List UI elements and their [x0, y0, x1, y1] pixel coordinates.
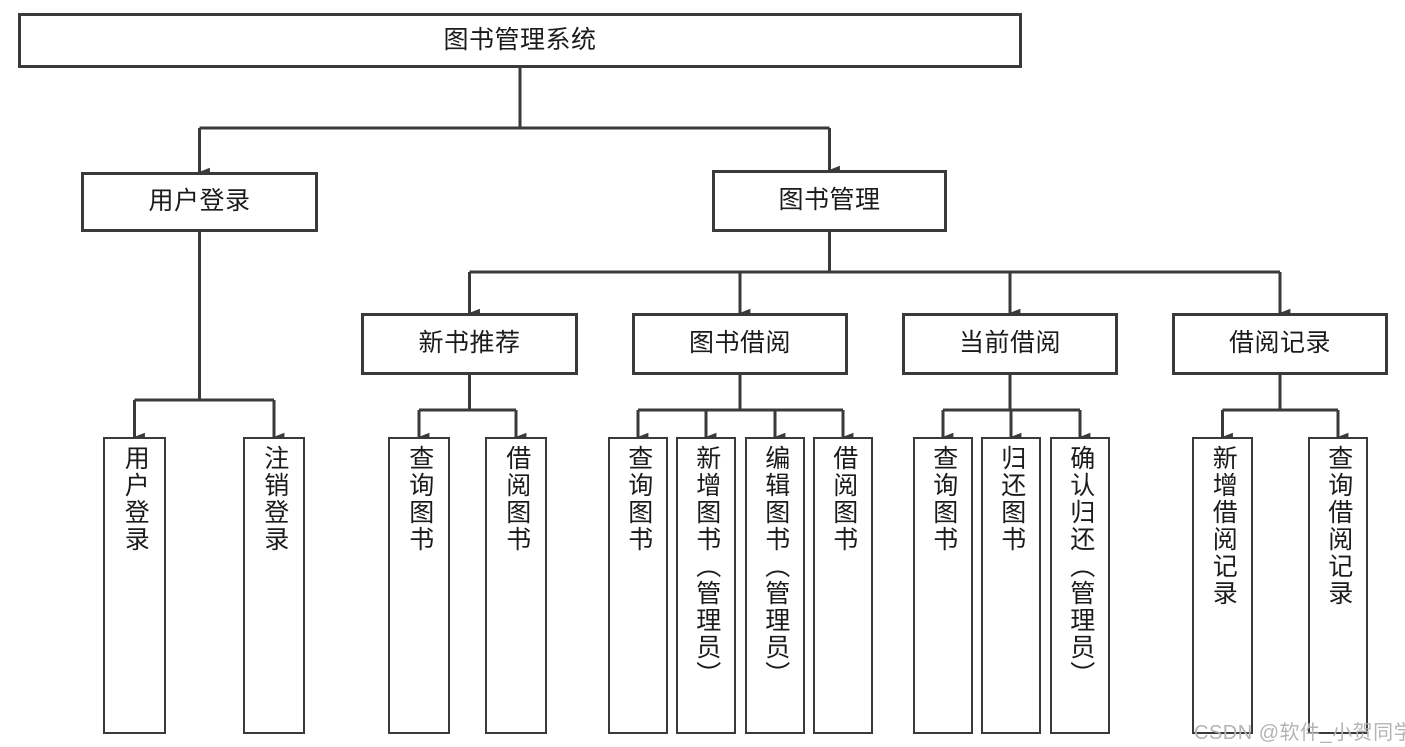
- node-l3-2-查询图书[interactable]: 查询图书: [388, 437, 450, 734]
- node-l2-3-借阅记录[interactable]: 借阅记录: [1172, 313, 1388, 375]
- node-label: 编辑图书（管理员）: [761, 445, 790, 688]
- node-l3-9-归还图书[interactable]: 归还图书: [981, 437, 1041, 734]
- node-label: 新增图书（管理员）: [692, 445, 721, 688]
- node-l3-3-借阅图书[interactable]: 借阅图书: [485, 437, 547, 734]
- node-label: 图书管理系统: [443, 25, 597, 54]
- node-label: 借阅记录: [1228, 329, 1331, 358]
- node-label: 新增借阅记录: [1209, 445, 1238, 607]
- node-root-图书管理系统[interactable]: 图书管理系统: [18, 13, 1022, 68]
- node-label: 查询图书: [624, 445, 653, 553]
- node-l1-1-图书管理[interactable]: 图书管理: [712, 170, 947, 232]
- node-l1-0-用户登录[interactable]: 用户登录: [81, 172, 318, 232]
- csdn-watermark: CSDN @软件_小贺同学: [1194, 722, 1405, 744]
- node-l3-0-用户登录[interactable]: 用户登录: [103, 437, 166, 734]
- node-label: 当前借阅: [958, 329, 1061, 358]
- node-l3-6-编辑图书管理员[interactable]: 编辑图书（管理员）: [745, 437, 805, 734]
- node-label: 查询图书: [929, 445, 958, 553]
- node-l3-1-注销登录[interactable]: 注销登录: [243, 437, 305, 734]
- node-l3-11-新增借阅记录[interactable]: 新增借阅记录: [1192, 437, 1253, 734]
- node-label: 查询图书: [405, 445, 434, 553]
- node-l2-0-新书推荐[interactable]: 新书推荐: [361, 313, 578, 375]
- node-l3-10-确认归还管理员[interactable]: 确认归还（管理员）: [1050, 437, 1110, 734]
- node-label: 用户登录: [121, 445, 150, 553]
- node-l3-7-借阅图书[interactable]: 借阅图书: [813, 437, 873, 734]
- node-l3-4-查询图书[interactable]: 查询图书: [608, 437, 668, 734]
- node-label: 确认归还（管理员）: [1066, 445, 1095, 688]
- node-label: 图书管理: [778, 186, 881, 215]
- node-label: 用户登录: [148, 187, 251, 216]
- node-l3-8-查询图书[interactable]: 查询图书: [913, 437, 973, 734]
- node-l3-5-新增图书管理员[interactable]: 新增图书（管理员）: [676, 437, 736, 734]
- node-label: 归还图书: [997, 445, 1026, 553]
- node-label: 借阅图书: [502, 445, 531, 553]
- node-label: 新书推荐: [418, 329, 521, 358]
- node-label: 借阅图书: [829, 445, 858, 553]
- node-label: 查询借阅记录: [1324, 445, 1353, 607]
- node-l2-1-图书借阅[interactable]: 图书借阅: [632, 313, 848, 375]
- node-l2-2-当前借阅[interactable]: 当前借阅: [902, 313, 1118, 375]
- node-label: 注销登录: [260, 445, 289, 553]
- node-l3-12-查询借阅记录[interactable]: 查询借阅记录: [1308, 437, 1368, 734]
- node-label: 图书借阅: [688, 329, 791, 358]
